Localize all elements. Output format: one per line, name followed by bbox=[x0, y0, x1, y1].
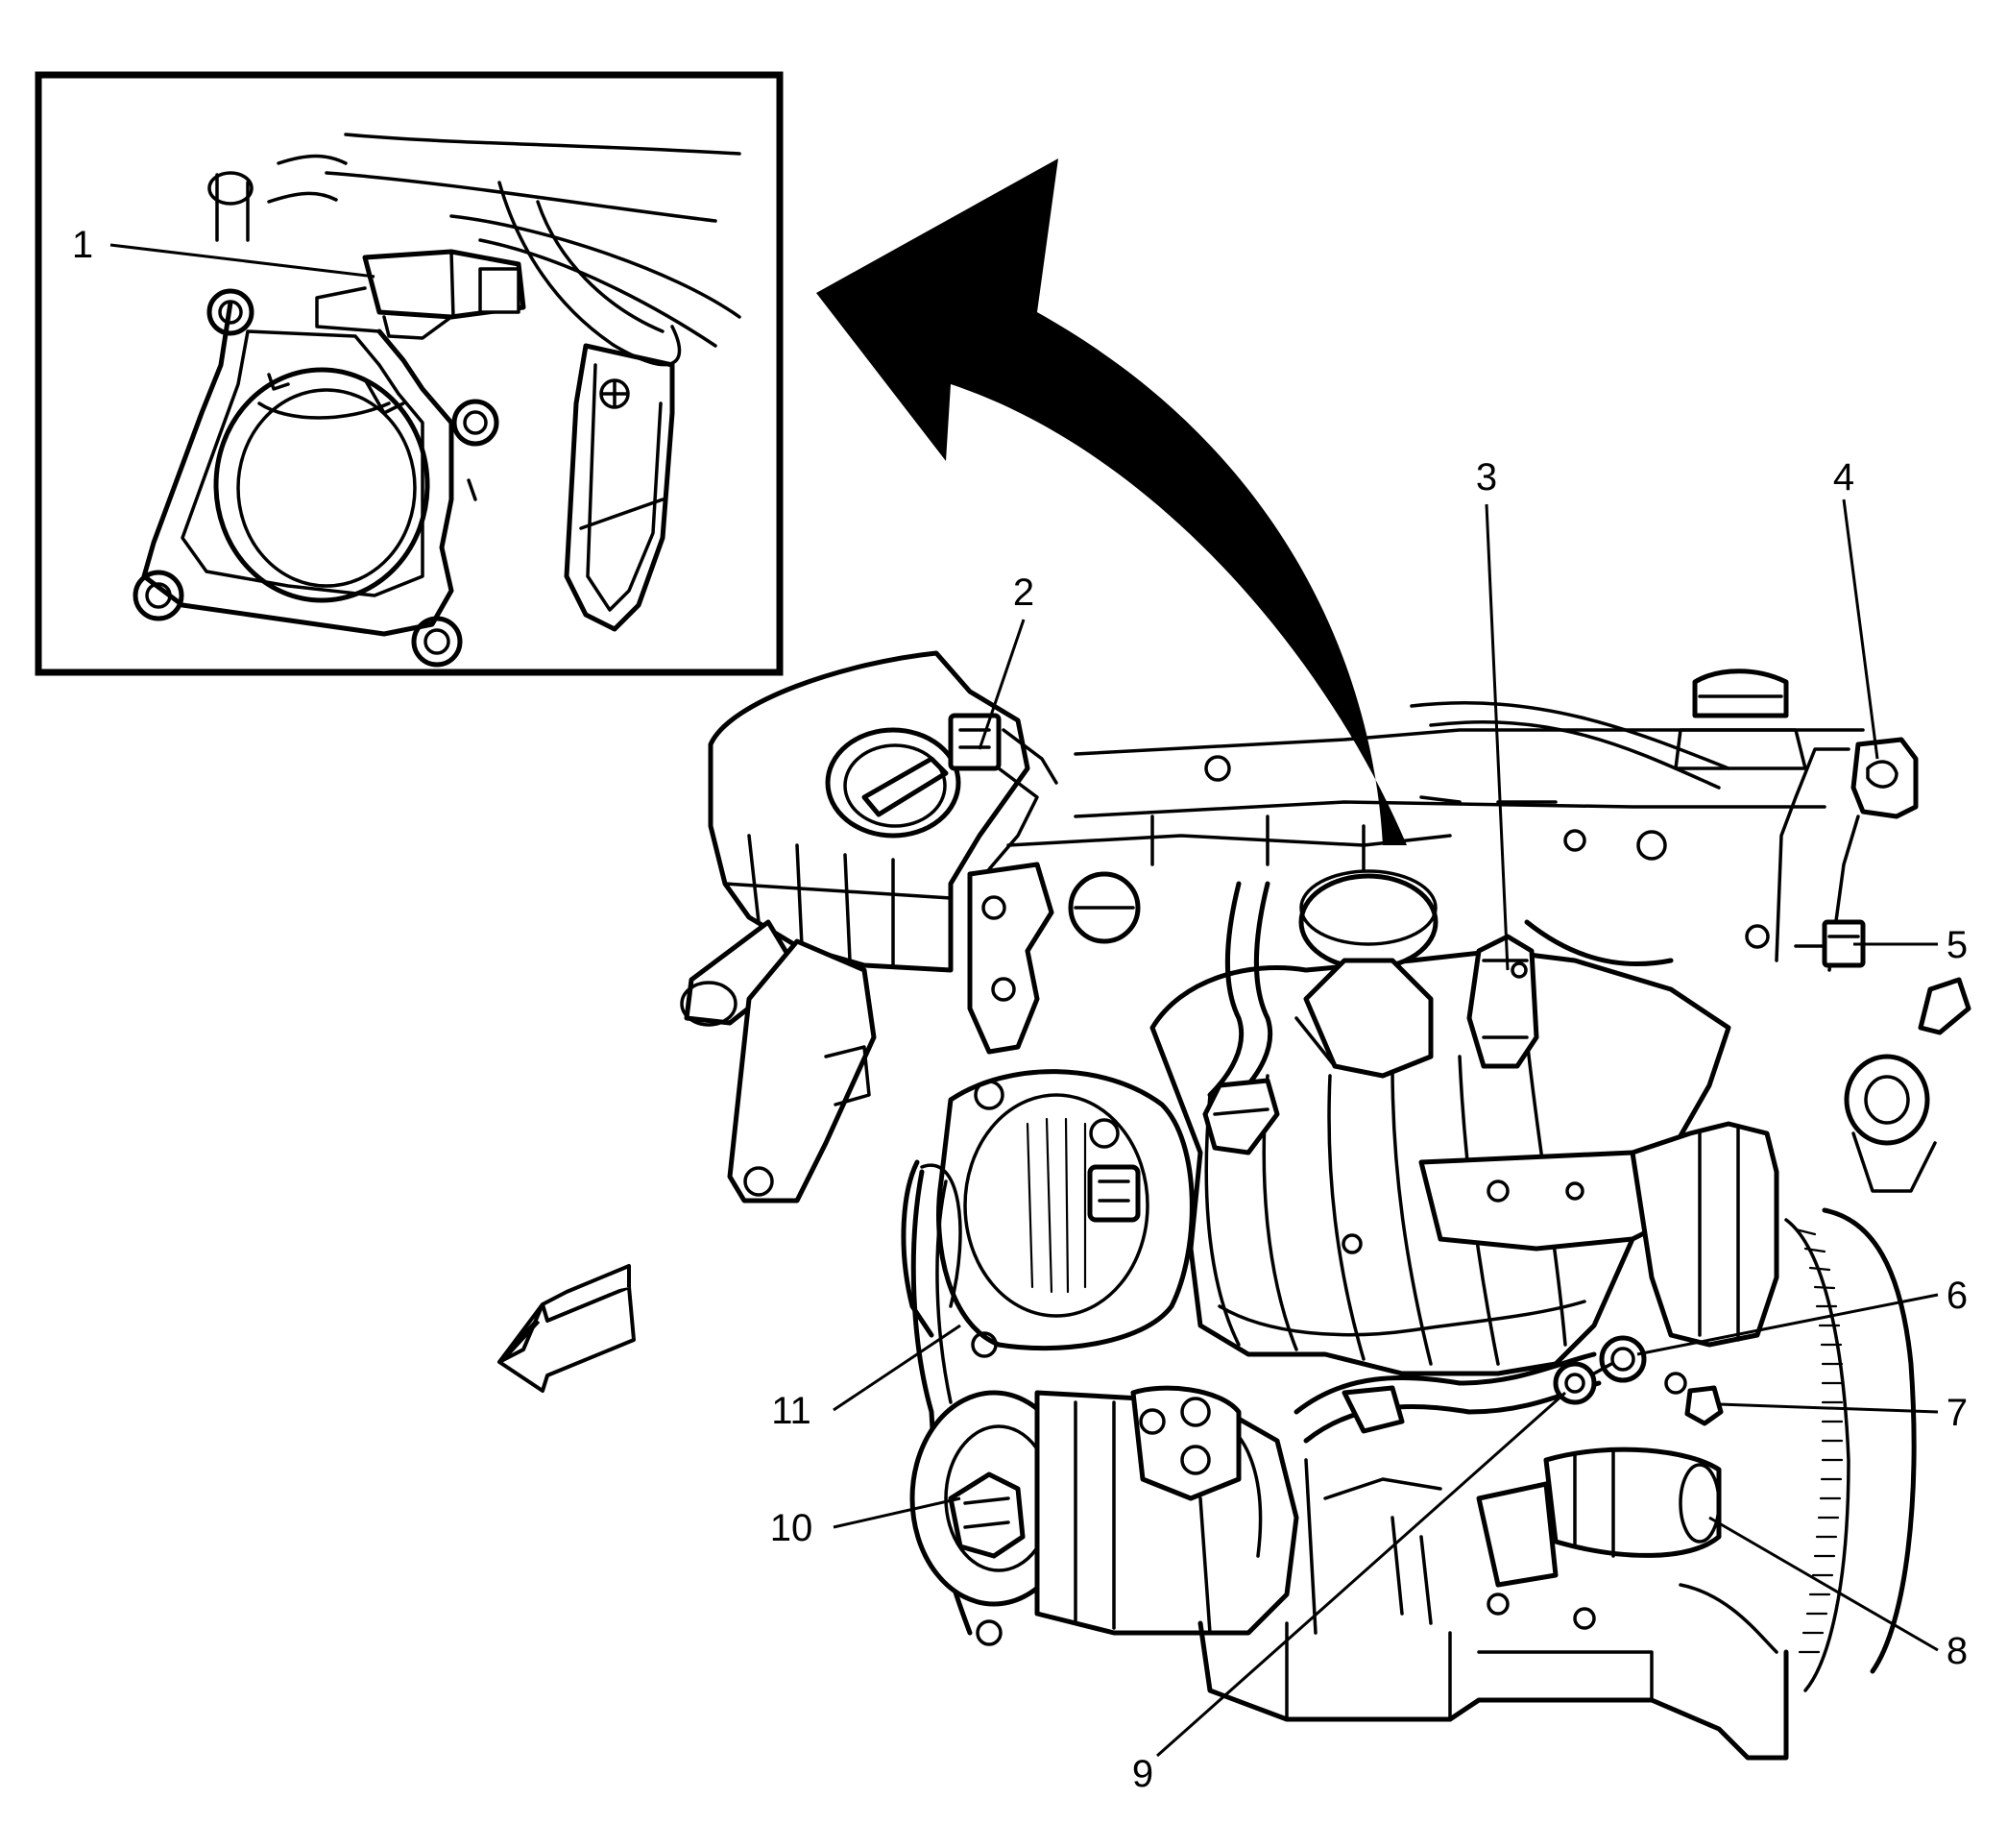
sensor-item-5 bbox=[1745, 919, 1866, 968]
inset-throttle-body bbox=[133, 288, 499, 668]
vacuum-hose bbox=[1202, 881, 1674, 1155]
callout-9: 9 bbox=[1132, 1753, 1153, 1795]
alternator bbox=[901, 1069, 1195, 1358]
flywheel bbox=[1784, 1207, 1917, 1692]
callout-5: 5 bbox=[1947, 924, 1968, 966]
callout-8: 8 bbox=[1947, 1630, 1968, 1672]
callout-2: 2 bbox=[1013, 571, 1034, 614]
callout-3: 3 bbox=[1476, 456, 1497, 498]
leader-lines bbox=[109, 243, 1939, 1758]
oil-filler-cap bbox=[1294, 869, 1439, 1079]
oil-filter-housing bbox=[1630, 1121, 1779, 1348]
lift-bracket bbox=[967, 862, 1141, 1055]
detail-inset bbox=[35, 71, 784, 676]
sensor-item-3 bbox=[1466, 934, 1539, 1069]
callout-10: 10 bbox=[770, 1507, 813, 1549]
air-cleaner bbox=[680, 650, 1058, 1204]
engine-assembly bbox=[680, 650, 1971, 1761]
sensor-item-6 bbox=[1599, 1335, 1647, 1383]
callout-7: 7 bbox=[1947, 1392, 1968, 1434]
curved-arrow bbox=[816, 158, 1407, 845]
callouts: 1 2 3 4 5 6 7 8 9 10 11 bbox=[72, 224, 1968, 1795]
oil-pan bbox=[1197, 1583, 1789, 1761]
intake-manifold bbox=[1149, 948, 1731, 1376]
callout-6: 6 bbox=[1947, 1275, 1968, 1317]
inset-throttle-sensor bbox=[315, 249, 526, 340]
fuel-rail-area bbox=[1006, 669, 1865, 871]
sensor-item-9 bbox=[1553, 1361, 1613, 1405]
front-direction-arrow bbox=[497, 1264, 636, 1393]
callout-4: 4 bbox=[1833, 456, 1854, 498]
callout-1: 1 bbox=[72, 224, 93, 266]
thermostat-housing bbox=[1844, 977, 1971, 1193]
inset-bracket bbox=[564, 343, 675, 632]
ac-compressor bbox=[909, 1385, 1299, 1646]
sensor-item-7 bbox=[1664, 1372, 1724, 1426]
callout-11: 11 bbox=[771, 1390, 811, 1432]
starter-motor bbox=[1476, 1447, 1722, 1588]
